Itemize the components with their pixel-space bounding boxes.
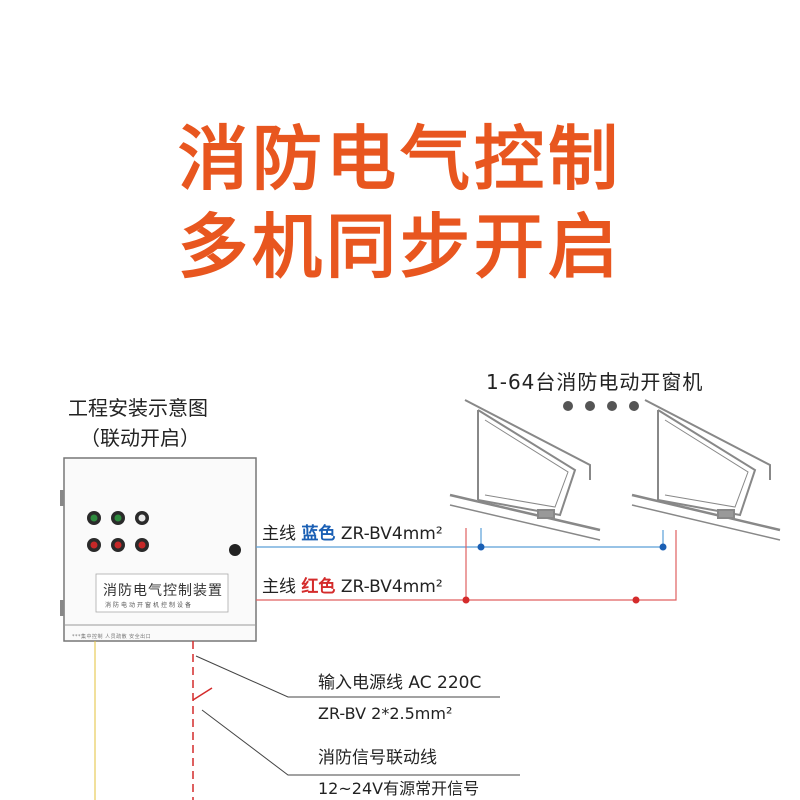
ellipsis-dot bbox=[585, 401, 595, 411]
control-box-title: 消防电气控制装置 bbox=[103, 583, 223, 599]
signal-line-label: 消防信号联动线 bbox=[318, 748, 437, 768]
red-junction bbox=[462, 596, 470, 604]
signal-switch bbox=[192, 687, 213, 701]
power-line-label: 输入电源线 AC 220C bbox=[318, 673, 482, 693]
install-caption-line-2: （联动开启） bbox=[80, 426, 200, 450]
indicator-light-red bbox=[87, 538, 101, 552]
install-caption-line-1: 工程安装示意图 bbox=[68, 396, 208, 420]
headline-line-1: 消防电气控制 bbox=[178, 118, 622, 200]
indicator-light-red bbox=[111, 538, 125, 552]
red-main-wire bbox=[256, 530, 677, 601]
headline-line-2: 多机同步开启 bbox=[178, 206, 622, 288]
blue-junction bbox=[659, 543, 667, 551]
indicator-light-red bbox=[135, 538, 149, 552]
indicator-light-green bbox=[87, 511, 101, 525]
red-line-label: 主线 红色 ZR-BV4mm² bbox=[262, 579, 443, 596]
blue-line-label: 主线 蓝色 ZR-BV4mm² bbox=[262, 526, 443, 543]
ellipsis-dot bbox=[629, 401, 639, 411]
control-box-footer: ***集中控制 人员疏散 安全出口 bbox=[72, 634, 152, 640]
ellipsis-dot bbox=[563, 401, 573, 411]
window-opener-2 bbox=[631, 399, 781, 541]
red-line-prefix: 主线 bbox=[262, 577, 296, 597]
indicator-light-green bbox=[111, 511, 125, 525]
blue-junction bbox=[477, 543, 485, 551]
blue-line-spec: ZR-BV4mm² bbox=[340, 524, 443, 544]
ellipsis-dot bbox=[607, 401, 617, 411]
control-box-hinge bbox=[60, 490, 64, 506]
blue-line-color-word: 蓝色 bbox=[301, 524, 336, 544]
power-line-leader bbox=[195, 655, 500, 698]
indicator-light-white bbox=[135, 511, 149, 525]
red-junction bbox=[632, 596, 640, 604]
lock-icon bbox=[229, 544, 241, 556]
red-line-color-word: 红色 bbox=[301, 577, 336, 597]
power-line-spec: ZR-BV 2*2.5mm² bbox=[318, 704, 453, 723]
window-opener-1 bbox=[449, 399, 601, 541]
control-box-subtitle: 消防电动开窗机控制设备 bbox=[105, 602, 194, 609]
control-box-hinge bbox=[60, 600, 64, 616]
signal-line-leader bbox=[201, 709, 520, 776]
red-line-spec: ZR-BV4mm² bbox=[340, 577, 443, 597]
control-box-label-plate bbox=[95, 573, 229, 613]
blue-line-prefix: 主线 bbox=[262, 524, 296, 544]
signal-line-spec: 12~24V有源常开信号 bbox=[318, 779, 480, 798]
window-caption: 1-64台消防电动开窗机 bbox=[486, 370, 704, 394]
